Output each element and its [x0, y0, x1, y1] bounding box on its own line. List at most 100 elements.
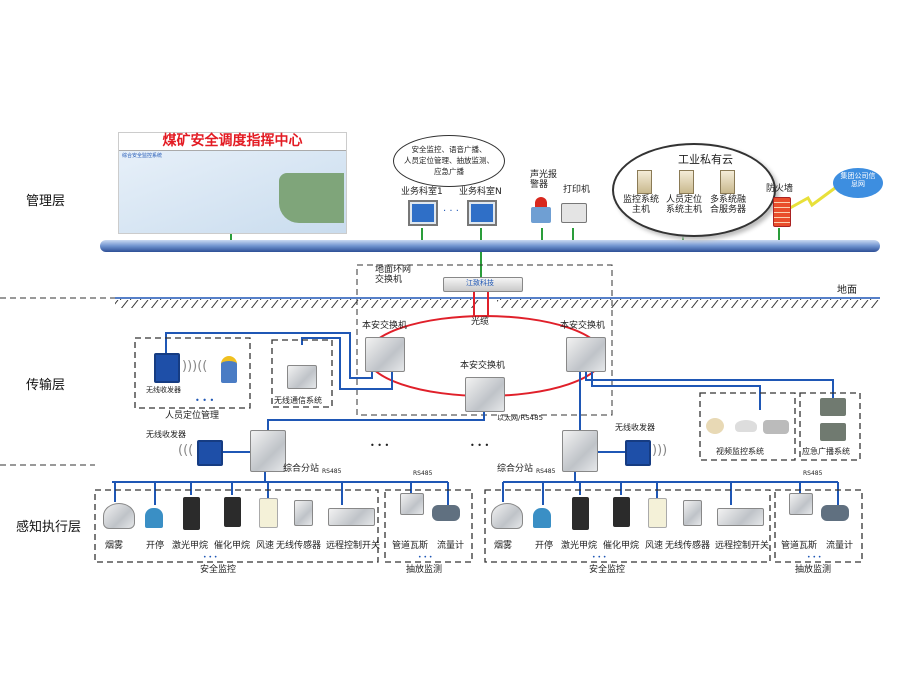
- alarm-base-icon: [531, 207, 551, 223]
- fiber-label: 光缆: [471, 317, 490, 327]
- screen-title: 煤矿安全调度指挥中心: [119, 133, 346, 151]
- broadcast-label: 应急广播系统: [802, 447, 850, 456]
- computer-icon: [467, 200, 497, 226]
- bubble-line: 安全监控、语音广播、: [411, 145, 487, 154]
- switch-bottom-label: 本安交换机: [460, 361, 506, 371]
- speaker-icon: [820, 423, 846, 441]
- internet-link: [789, 186, 836, 210]
- device-label: 无线传感器: [665, 541, 711, 551]
- bubble-line: 人员定位管理、抽放监测、: [404, 156, 494, 165]
- device-label: 远程控制开关: [715, 541, 770, 551]
- layer-transmission: 传输层: [26, 378, 66, 393]
- substation-label: 综合分站: [497, 464, 534, 474]
- alarm-light-icon: [535, 197, 547, 207]
- dots: • • •: [592, 554, 607, 561]
- device-label: 催化甲烷: [214, 541, 251, 551]
- speaker-icon: [820, 398, 846, 416]
- signal-waves-icon: ))): [652, 443, 668, 458]
- device-label: 管道瓦斯: [392, 541, 429, 551]
- function-bubble: 安全监控、语音广播、 人员定位管理、抽放监测、 应急广播: [393, 135, 505, 187]
- wireless-sensor: [294, 500, 313, 526]
- device-label: 流量计: [437, 541, 465, 551]
- server-label: 多系统融合服务器: [709, 195, 746, 216]
- signal-waves-icon: (((: [178, 443, 194, 458]
- ground-hatch: [115, 299, 480, 308]
- device-label: 流量计: [826, 541, 854, 551]
- on-off-sensor: [533, 508, 551, 528]
- dots: • • •: [418, 554, 433, 561]
- management-bus: [100, 240, 880, 252]
- device-label: 风速: [645, 541, 664, 551]
- wireless-transceiver: [197, 440, 223, 466]
- pipe-gas-sensor: [400, 493, 424, 515]
- device-label: 风速: [256, 541, 275, 551]
- video-box: [699, 392, 796, 461]
- substation: [562, 430, 598, 472]
- internet-label: 集团公司信息网: [840, 172, 876, 189]
- wind-speed-sensor: [259, 498, 278, 528]
- dots: • • •: [807, 554, 822, 561]
- ground-ring-switch: 江致科技: [443, 277, 523, 292]
- layer-management: 管理层: [26, 194, 66, 209]
- device-label: 开停: [535, 541, 554, 551]
- ground-switch-label: 地面环网交换机: [375, 265, 412, 286]
- drainage-group-label: 抽放监测: [406, 565, 443, 575]
- dots: • • •: [370, 441, 390, 450]
- wireless-sensor: [683, 500, 702, 526]
- computer-icon: [408, 200, 438, 226]
- device-label: 无线传感器: [276, 541, 322, 551]
- pipe-gas-sensor: [789, 493, 813, 515]
- remote-control-switch: [328, 508, 375, 526]
- transceiver-label: 无线收发器: [146, 386, 181, 394]
- office-1-label: 业务科室1: [401, 187, 443, 197]
- dome-camera-icon: [735, 420, 757, 432]
- wireless-transceiver: [154, 353, 180, 383]
- dots: • • •: [195, 396, 215, 405]
- switch-left-label: 本安交换机: [362, 321, 408, 331]
- device-label: 催化甲烷: [603, 541, 640, 551]
- device-label: 激光甲烷: [172, 541, 209, 551]
- device-label: 烟雾: [494, 541, 513, 551]
- safety-group-label: 安全监控: [200, 565, 237, 575]
- wind-speed-sensor: [648, 498, 667, 528]
- device-label: 激光甲烷: [561, 541, 598, 551]
- smoke-sensor: [491, 503, 523, 529]
- broadcast-box: [799, 392, 861, 461]
- layer-perception: 感知执行层: [16, 520, 82, 535]
- signal-waves-icon: )))((: [182, 359, 208, 374]
- catalytic-methane-sensor: [613, 497, 630, 527]
- smoke-sensor: [103, 503, 135, 529]
- office-n-label: 业务科室N: [459, 187, 502, 197]
- device-label: 管道瓦斯: [781, 541, 818, 551]
- printer-icon: [561, 203, 587, 223]
- wireless-comm-box: [271, 339, 333, 408]
- server-icon: [720, 170, 735, 194]
- dots: • • •: [470, 441, 490, 450]
- substation: [250, 430, 286, 472]
- server-label: 监控系统主机: [622, 195, 659, 216]
- alarm-label: 声光报警器: [530, 170, 558, 191]
- device-label: 烟雾: [105, 541, 124, 551]
- server-label: 人员定位系统主机: [665, 195, 702, 216]
- ellipsis: · · ·: [443, 206, 459, 217]
- intrinsic-safe-switch: [566, 337, 606, 372]
- rs485-label: RS485: [413, 470, 433, 477]
- dots: • • •: [203, 554, 218, 561]
- rs485-label: RS485: [536, 468, 556, 475]
- intrinsic-safe-switch: [465, 377, 505, 412]
- firewall-icon: [773, 197, 791, 227]
- bubble-line: 应急广播: [434, 167, 464, 176]
- server-icon: [679, 170, 694, 194]
- video-label: 视频监控系统: [716, 447, 764, 456]
- worker-icon: [221, 356, 237, 383]
- personnel-box: [134, 337, 251, 409]
- laser-methane-sensor: [572, 497, 589, 530]
- wireless-comm-label: 无线通信系统: [274, 396, 322, 406]
- safety-group-label: 安全监控: [589, 565, 626, 575]
- ptz-camera-icon: [706, 418, 724, 434]
- intrinsic-safe-switch: [365, 337, 405, 372]
- drainage-group-label: 抽放监测: [795, 565, 832, 575]
- flow-meter: [821, 505, 849, 521]
